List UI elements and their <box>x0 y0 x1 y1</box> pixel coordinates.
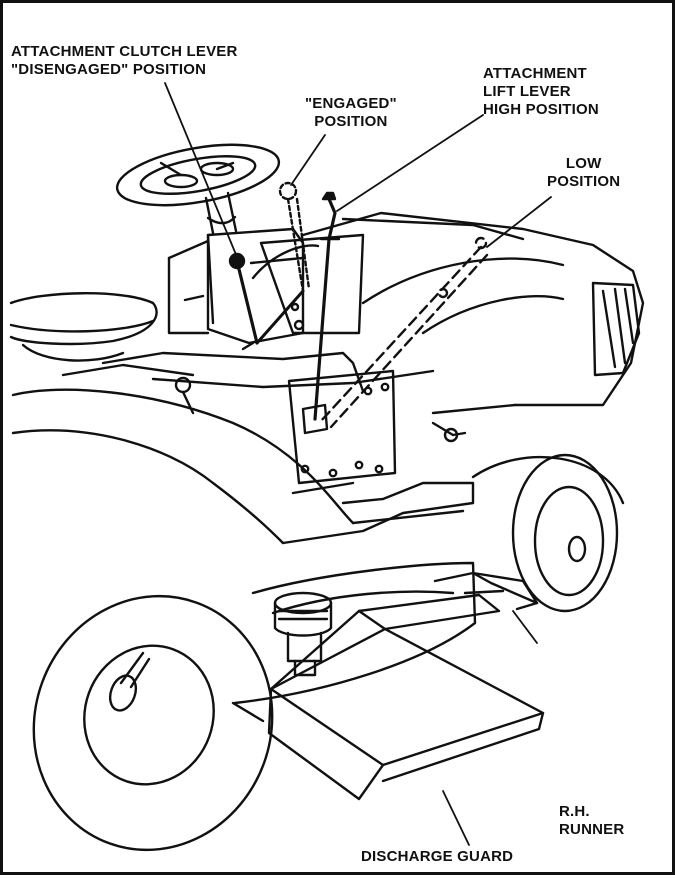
label-lift-line3: HIGH POSITION <box>483 101 599 118</box>
lift-lever <box>313 191 341 421</box>
fender-panel <box>249 233 365 335</box>
rh-runner <box>433 571 539 611</box>
label-clutch-lever: ATTACHMENT CLUTCH LEVER "DISENGAGED" POS… <box>11 43 238 79</box>
label-discharge-line1: DISCHARGE GUARD <box>361 848 514 865</box>
label-clutch-line2: "DISENGAGED" POSITION <box>11 61 207 78</box>
leader-runner <box>512 610 538 644</box>
label-engaged-line1: "ENGAGED" <box>305 95 397 112</box>
label-engaged-line2: POSITION <box>314 113 388 130</box>
spindle-pulley <box>273 591 333 677</box>
steering-wheel <box>115 143 281 235</box>
tractor-illustration <box>9 82 645 852</box>
label-lift-lever: ATTACHMENT LIFT LEVER HIGH POSITION <box>483 65 599 119</box>
footrest-frame <box>11 351 475 545</box>
leader-clutch <box>164 82 238 258</box>
leader-lift <box>336 114 484 212</box>
label-low-position: LOW POSITION <box>547 155 620 191</box>
label-runner-line1: R.H. <box>559 803 590 820</box>
hood <box>301 211 645 415</box>
leader-discharge <box>442 790 470 846</box>
label-lift-line2: LIFT LEVER <box>483 83 571 100</box>
mower-deck <box>231 561 477 723</box>
leader-low <box>486 196 552 248</box>
label-rh-runner: R.H. RUNNER <box>559 803 624 839</box>
label-low-line2: POSITION <box>547 173 621 190</box>
label-discharge-guard: DISCHARGE GUARD <box>361 848 513 866</box>
side-plate <box>287 369 397 485</box>
control-knobs <box>174 341 255 415</box>
seat <box>9 292 158 362</box>
dash-console <box>167 227 305 345</box>
label-low-line1: LOW <box>565 155 602 172</box>
label-runner-line2: RUNNER <box>559 821 625 838</box>
clutch-lever <box>228 252 305 345</box>
clutch-lever-engaged <box>278 181 311 293</box>
leader-engaged <box>290 134 326 186</box>
discharge-guard-shape <box>267 593 545 801</box>
label-lift-line1: ATTACHMENT <box>483 65 587 82</box>
rear-wheel <box>32 594 274 852</box>
front-wheel <box>431 421 625 613</box>
label-clutch-line1: ATTACHMENT CLUTCH LEVER <box>11 43 238 60</box>
label-engaged-position: "ENGAGED" POSITION <box>305 95 397 131</box>
leader-lines <box>164 82 552 846</box>
lift-lever-low <box>319 236 489 429</box>
